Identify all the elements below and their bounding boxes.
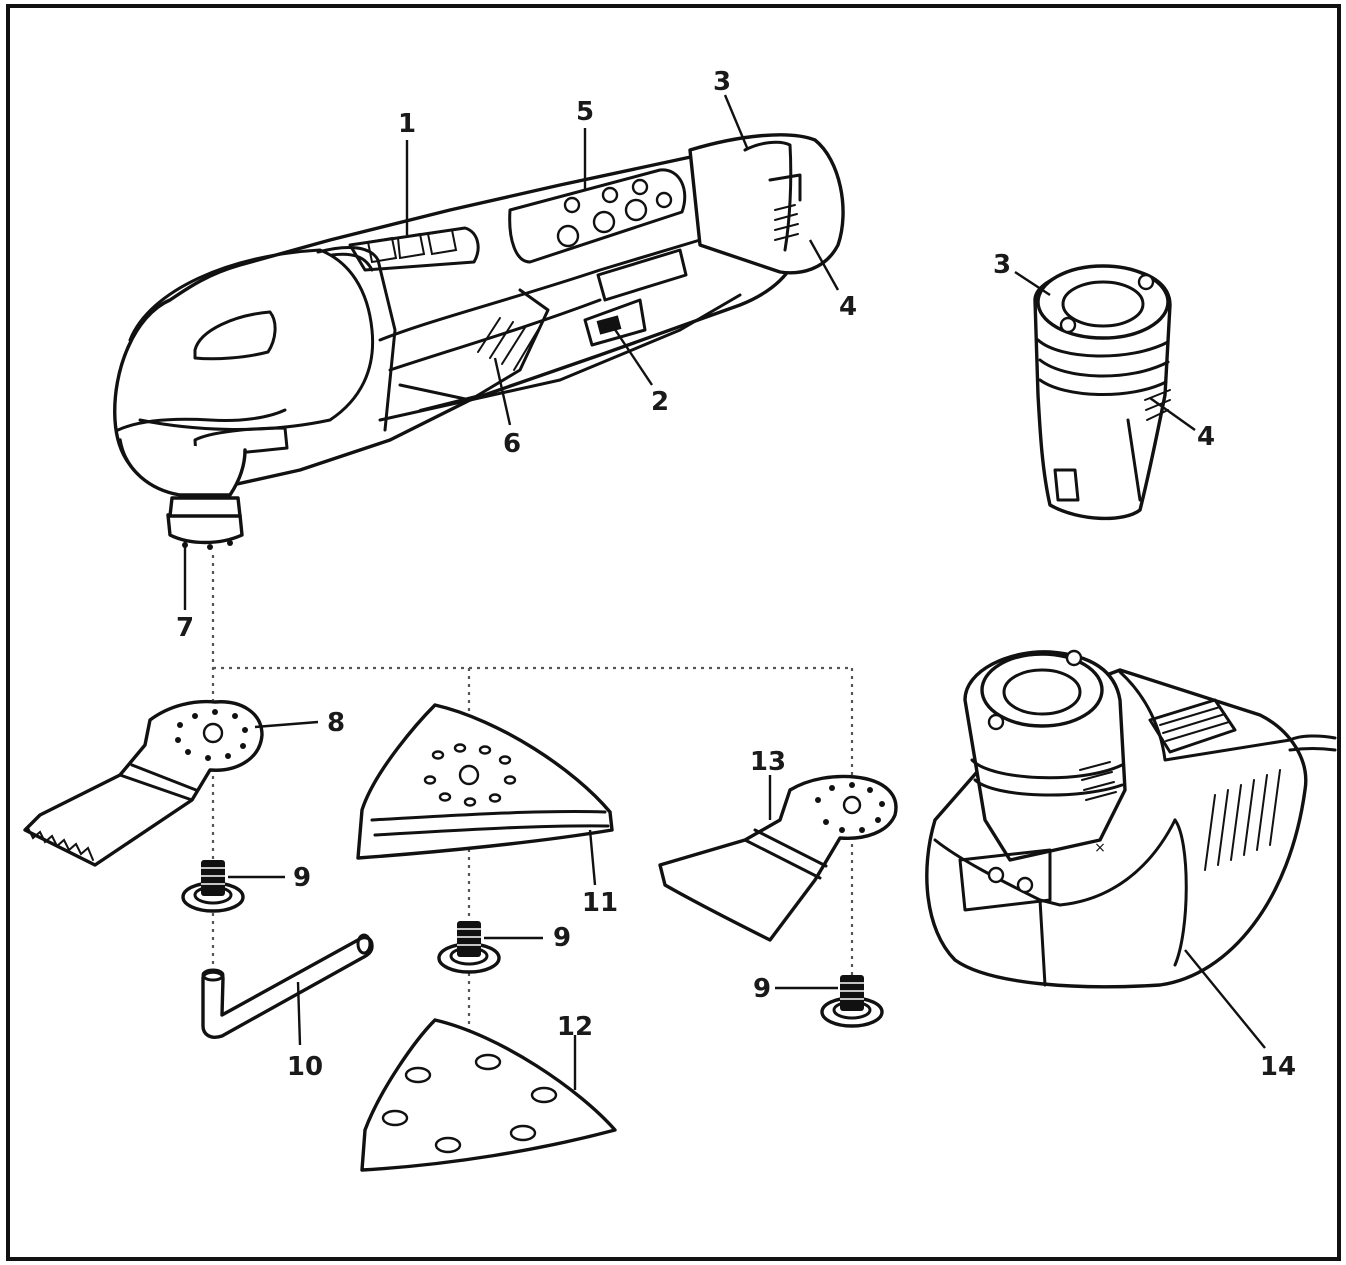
assembly-lines (211, 555, 854, 1105)
callout-9-left: 9 (293, 863, 311, 893)
callout-7: 7 (176, 613, 194, 643)
callout-3-battery: 3 (993, 250, 1011, 280)
delta-sanding-pad (356, 703, 614, 860)
callout-4-battery: 4 (1197, 422, 1215, 452)
fixing-screw-1 (181, 860, 245, 913)
charger: × (925, 649, 1337, 989)
callout-9-right: 9 (753, 974, 771, 1004)
callout-12: 12 (557, 1012, 593, 1042)
callout-3-tool: 3 (713, 67, 731, 97)
fixing-screw-3 (820, 975, 884, 1028)
multi-tool-body (113, 133, 845, 550)
hex-key (201, 933, 374, 1039)
battery-pack (1033, 264, 1172, 521)
segment-saw-blade (23, 699, 264, 867)
callout-5: 5 (576, 97, 594, 127)
callout-13: 13 (750, 747, 786, 777)
callout-2: 2 (651, 387, 669, 417)
callout-8: 8 (327, 708, 345, 738)
callout-9-center: 9 (553, 923, 571, 953)
callout-14: 14 (1260, 1052, 1296, 1082)
callout-10: 10 (287, 1052, 323, 1082)
callout-4-tool: 4 (839, 292, 857, 322)
callout-6: 6 (503, 429, 521, 459)
sanding-sheet (360, 1018, 617, 1172)
scraper-blade (658, 774, 898, 942)
callout-1: 1 (398, 109, 416, 139)
leader-lines (183, 94, 1266, 1090)
svg-text:×: × (1094, 840, 1106, 856)
page-border (6, 4, 1341, 1261)
fixing-screw-2 (437, 921, 501, 974)
callout-11: 11 (582, 888, 618, 918)
